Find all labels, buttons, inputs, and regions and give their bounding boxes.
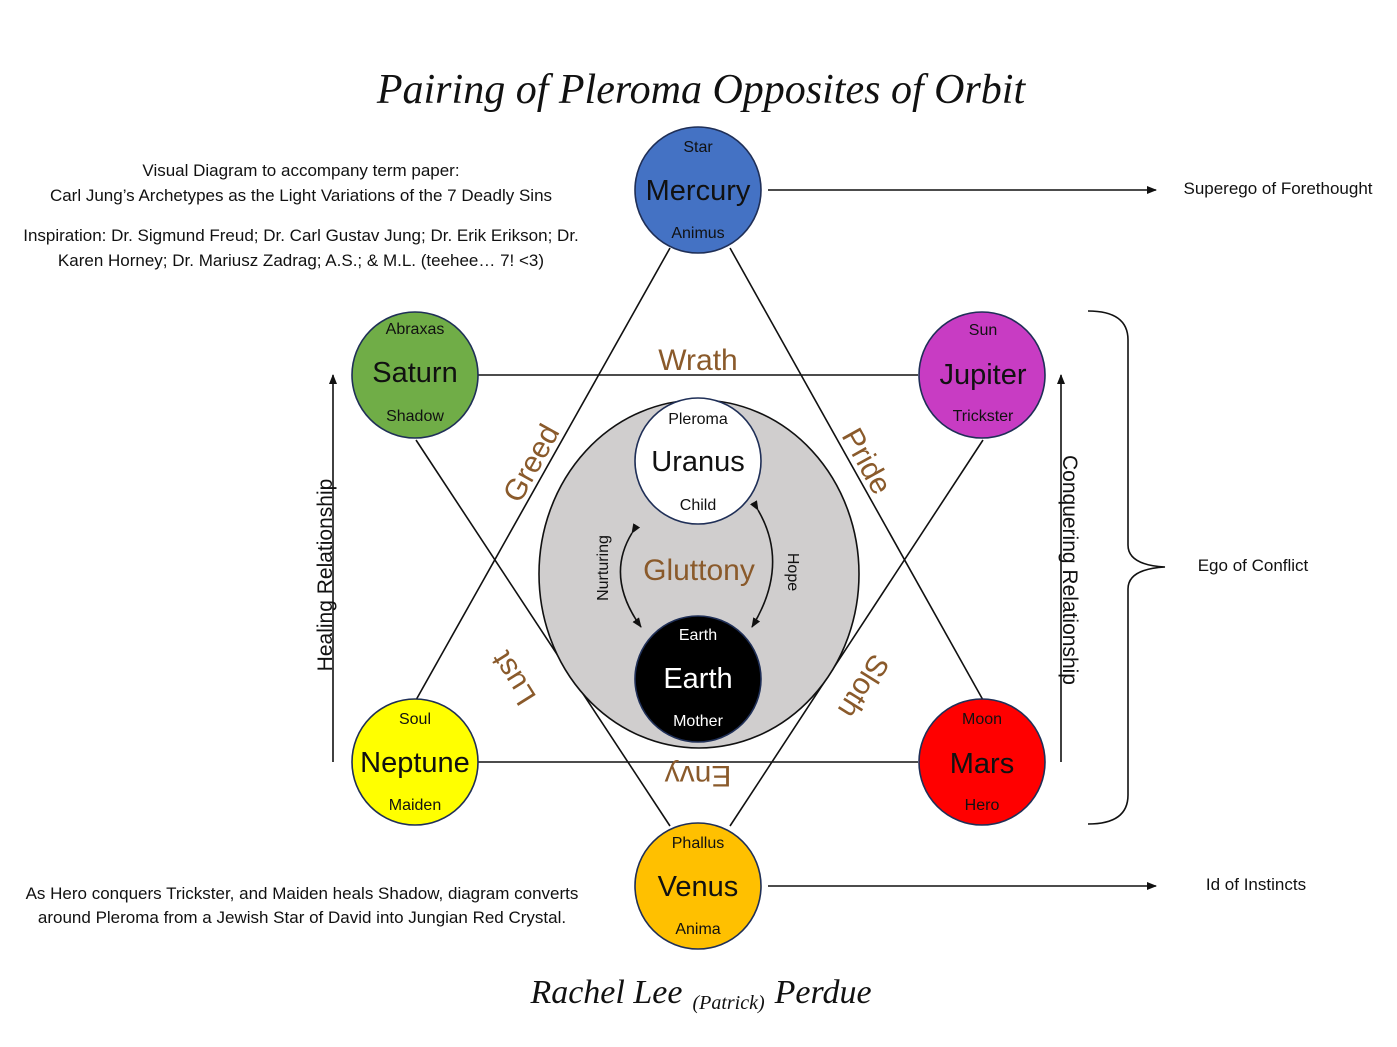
- sin-envy: Envy: [665, 759, 732, 792]
- author-signature: Rachel Lee (Patrick) Perdue: [529, 974, 871, 1014]
- jupiter-bottom: Trickster: [953, 408, 1014, 425]
- saturn-name: Saturn: [372, 357, 457, 389]
- earth-bottom: Mother: [673, 713, 723, 730]
- author-middle: (Patrick): [692, 992, 765, 1014]
- id-label: Id of Instincts: [1206, 875, 1306, 894]
- neptune-name: Neptune: [360, 747, 470, 779]
- superego-label: Superego of Forethought: [1183, 179, 1372, 198]
- sloth-line: [729, 439, 984, 827]
- venus-top: Phallus: [672, 835, 724, 852]
- sin-sloth: Sloth: [831, 648, 895, 723]
- author-first: Rachel Lee: [529, 974, 682, 1011]
- footnote-line-2: around Pleroma from a Jewish Star of Dav…: [38, 908, 566, 927]
- sin-gluttony: Gluttony: [643, 554, 755, 587]
- conquering-label: Conquering Relationship: [1058, 455, 1081, 685]
- venus-circle: [634, 822, 762, 950]
- mercury-circle: [634, 126, 762, 254]
- planet-venus: Phallus Venus Anima: [634, 822, 762, 950]
- footnote-line-1: As Hero conquers Trickster, and Maiden h…: [26, 884, 579, 903]
- ego-label: Ego of Conflict: [1198, 556, 1309, 575]
- planet-earth: Earth Earth Mother: [634, 615, 762, 743]
- jupiter-name: Jupiter: [939, 359, 1026, 391]
- jupiter-top: Sun: [969, 322, 997, 339]
- uranus-name: Uranus: [651, 446, 745, 478]
- sin-pride: Pride: [835, 423, 898, 500]
- saturn-circle: [351, 311, 479, 439]
- mercury-top: Star: [683, 139, 713, 156]
- inspiration-line-2: Karen Horney; Dr. Mariusz Zadrag; A.S.; …: [58, 251, 544, 270]
- planet-mars: Moon Mars Hero: [918, 698, 1046, 826]
- planet-uranus: Pleroma Uranus Child: [634, 397, 762, 525]
- nurturing-arrow: [619, 523, 642, 628]
- greed-line: [415, 247, 671, 701]
- lust-line: [415, 439, 671, 827]
- mercury-bottom: Animus: [671, 225, 724, 242]
- diagram-title: Pairing of Pleroma Opposites of Orbit: [376, 67, 1027, 113]
- saturn-top: Abraxas: [386, 321, 445, 338]
- neptune-top: Soul: [399, 711, 431, 728]
- mars-name: Mars: [950, 748, 1014, 780]
- venus-bottom: Anima: [675, 921, 720, 938]
- mars-bottom: Hero: [965, 797, 1000, 814]
- mars-circle: [918, 698, 1046, 826]
- earth-name: Earth: [663, 663, 732, 695]
- uranus-circle: [634, 397, 762, 525]
- ego-brace: [1087, 310, 1166, 825]
- planet-saturn: Abraxas Saturn Shadow: [351, 311, 479, 439]
- neptune-bottom: Maiden: [389, 797, 441, 814]
- hope-label: Hope: [784, 553, 801, 591]
- pride-line: [729, 247, 984, 701]
- uranus-top: Pleroma: [668, 411, 728, 428]
- nurturing-label: Nurturing: [595, 535, 612, 601]
- earth-circle: [634, 615, 762, 743]
- intro-line-2: Carl Jung’s Archetypes as the Light Vari…: [50, 186, 552, 205]
- hope-arrow: [750, 500, 774, 628]
- mars-top: Moon: [962, 711, 1002, 728]
- planet-mercury: Star Mercury Animus: [634, 126, 762, 254]
- jupiter-circle: [918, 311, 1046, 439]
- mercury-name: Mercury: [646, 175, 751, 207]
- star-lines: [415, 247, 984, 827]
- venus-name: Venus: [658, 871, 739, 903]
- saturn-bottom: Shadow: [386, 408, 444, 425]
- sin-wrath: Wrath: [658, 344, 737, 377]
- planet-jupiter: Sun Jupiter Trickster: [918, 311, 1046, 439]
- inspiration-line-1: Inspiration: Dr. Sigmund Freud; Dr. Carl…: [23, 226, 579, 245]
- earth-top: Earth: [679, 627, 717, 644]
- uranus-bottom: Child: [680, 497, 716, 514]
- sin-lust: Lust: [485, 645, 543, 711]
- healing-label: Healing Relationship: [314, 479, 337, 672]
- author-last: Perdue: [774, 974, 872, 1011]
- planet-neptune: Soul Neptune Maiden: [351, 698, 479, 826]
- intro-line-1: Visual Diagram to accompany term paper:: [142, 161, 459, 180]
- neptune-circle: [351, 698, 479, 826]
